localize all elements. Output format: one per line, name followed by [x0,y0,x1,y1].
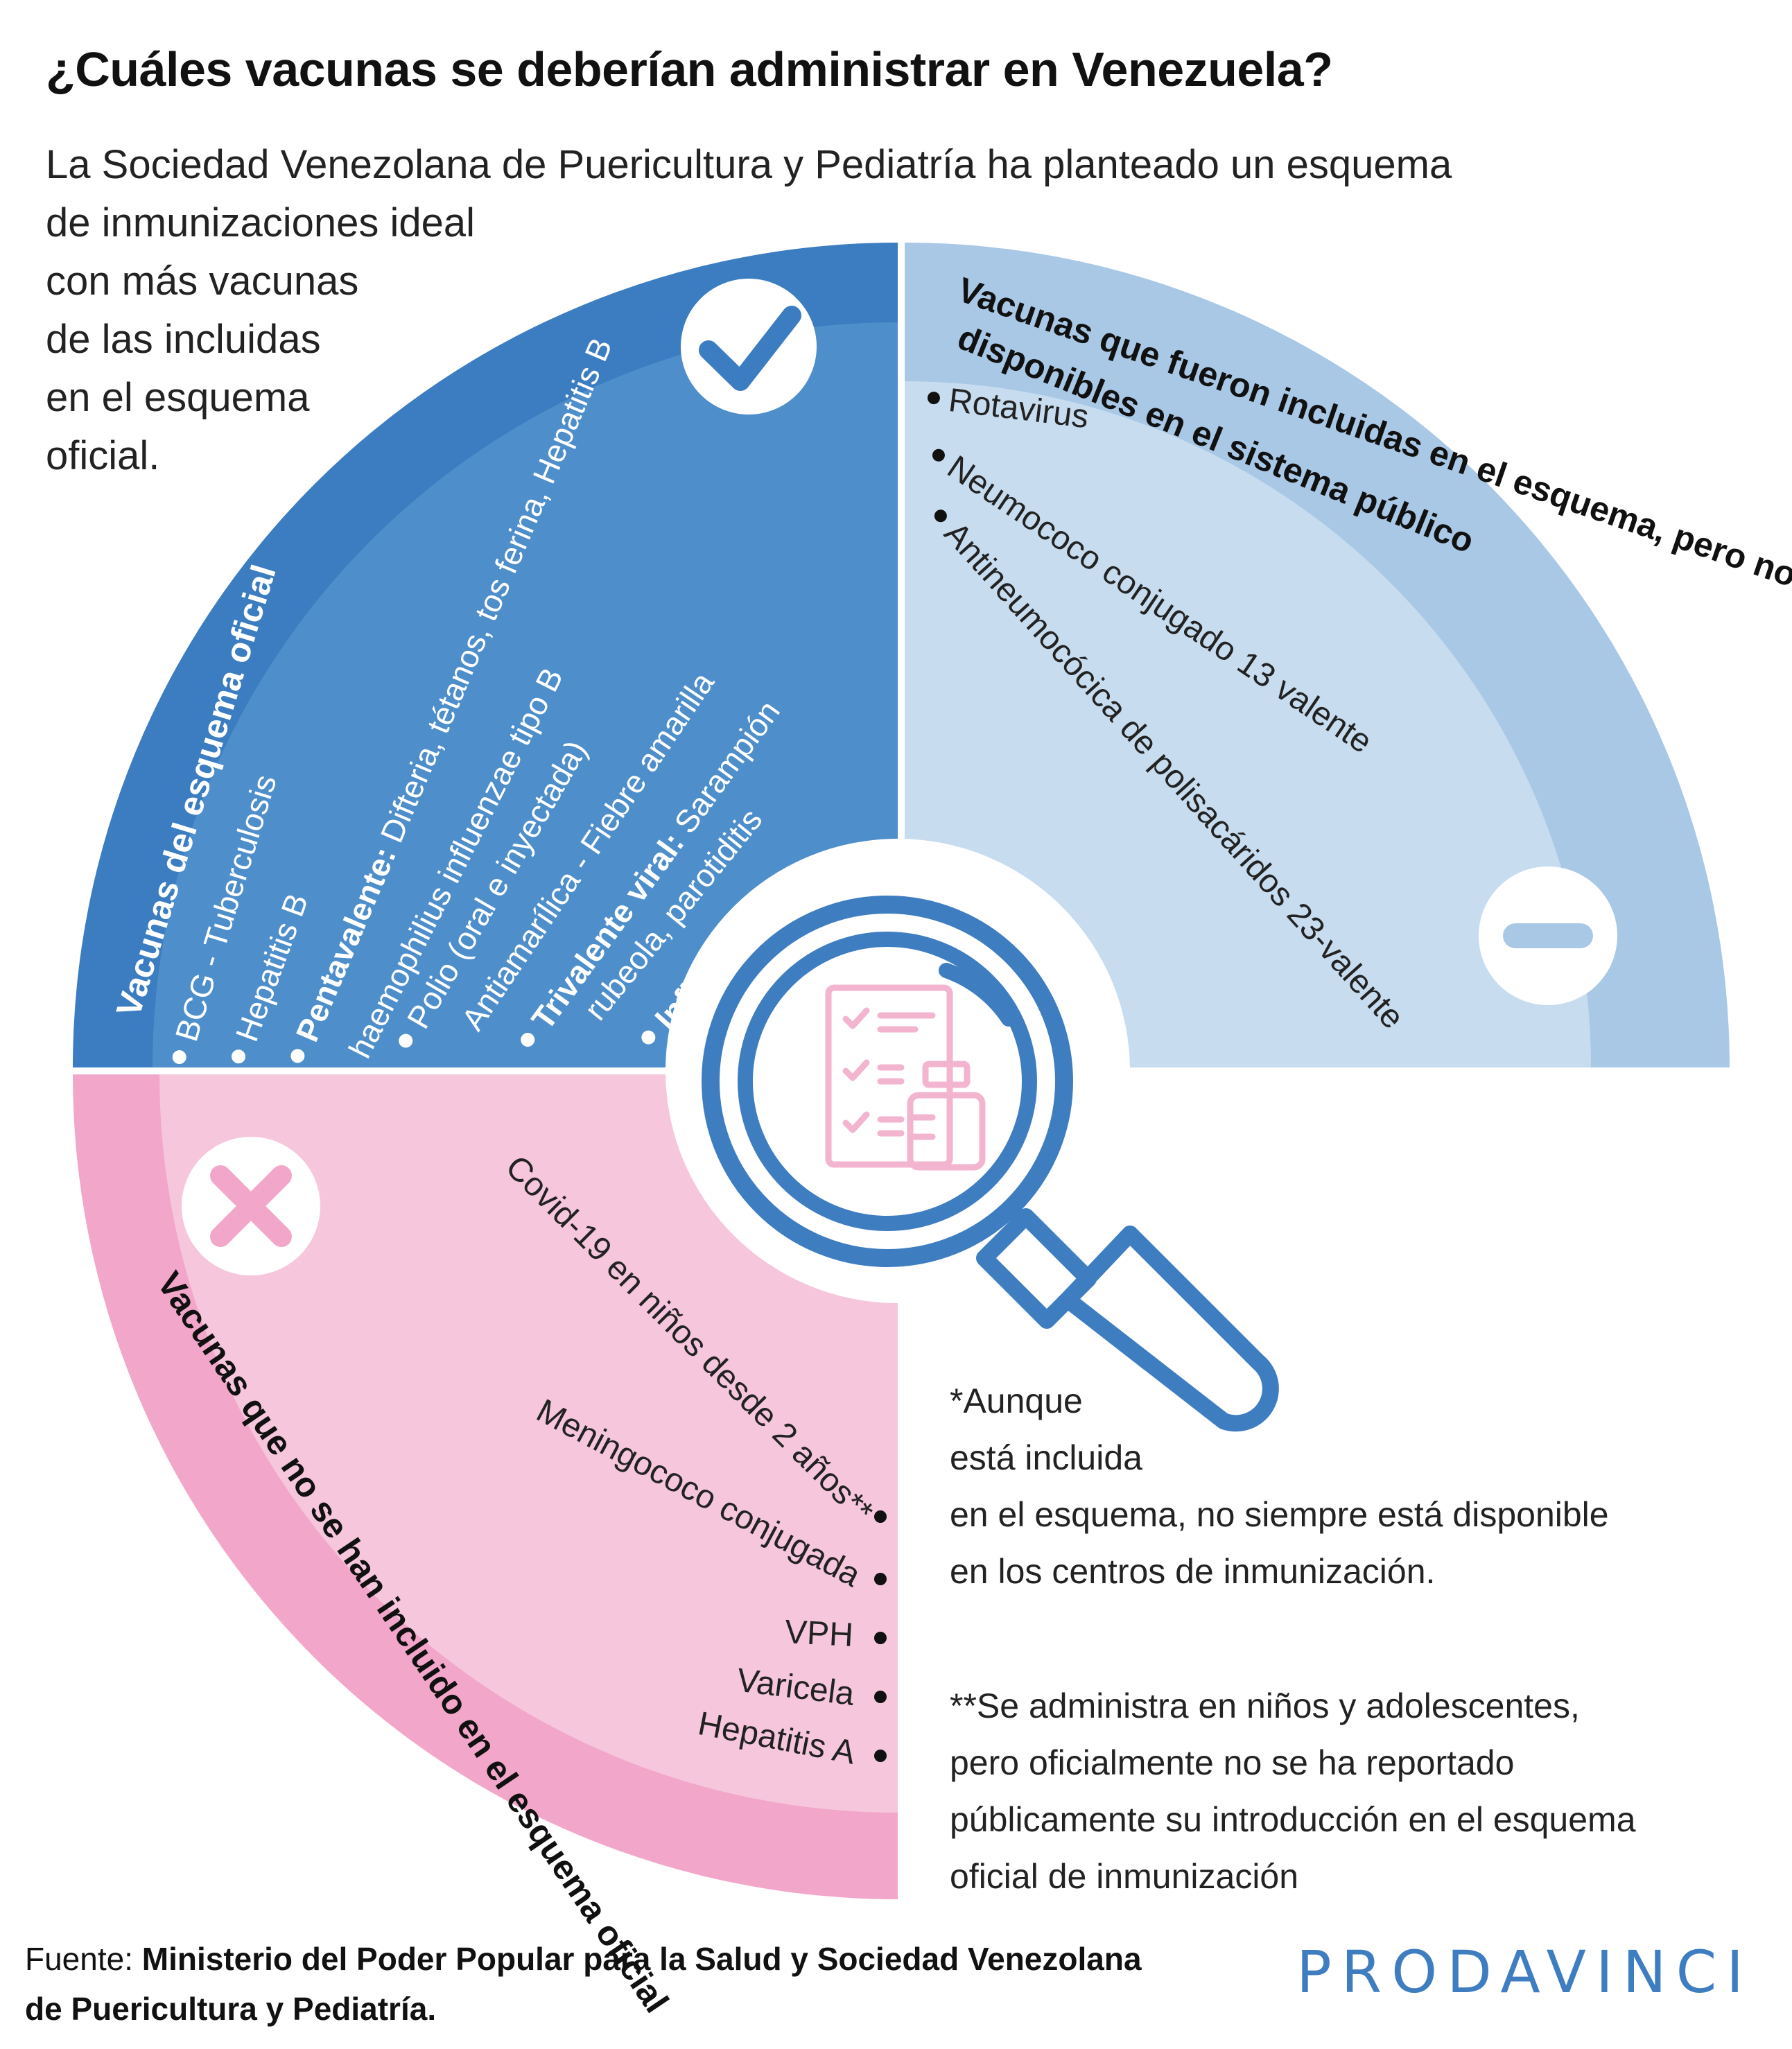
footnote-line: públicamente su introducción en el esque… [950,1800,1636,1839]
footnote-line: **Se administra en niños y adolescentes, [950,1686,1580,1725]
official-quadrant-inner [153,322,898,1067]
not-included-quadrant-inner [159,1074,898,1813]
footnote-line: en los centros de inmunización. [950,1552,1436,1591]
prodavinci-logo: PRODAVINCI [1296,1938,1753,2006]
list-item: VPH [784,1614,887,1654]
footnote-line: está incluida [950,1438,1142,1477]
footnote-line: oficial de inmunización [950,1857,1299,1896]
minus-icon [1503,923,1593,948]
intro-line: oficial. [46,433,160,478]
source-credit: Fuente: Ministerio del Poder Popular par… [25,1934,1142,2034]
source-line-2: de Puericultura y Pediatría. [25,1991,437,2027]
footnote-line: en el esquema, no siempre está disponibl… [950,1495,1609,1534]
footnote-1: *Aunque está incluida en el esquema, no … [950,1372,1609,1600]
minus-badge [1479,866,1617,1005]
check-icon [699,306,801,391]
intro-line: en el esquema [46,375,310,420]
intro-line: La Sociedad Venezolana de Puericultura y… [46,142,1452,187]
intro-text: La Sociedad Venezolana de Puericultura y… [46,136,1452,485]
source-line-1: Ministerio del Poder Popular para la Sal… [141,1941,1142,1977]
magnifier-icon [702,896,1279,1432]
cross-badge [182,1137,320,1275]
footnote-2: **Se administra en niños y adolescentes,… [950,1677,1636,1905]
intro-line: de inmunizaciones ideal [46,200,476,245]
footnote-line: *Aunque [950,1381,1083,1420]
footnote-line: pero oficialmente no se ha reportado [950,1743,1515,1782]
intro-line: con más vacunas [46,259,359,304]
check-badge [681,279,817,415]
svg-text:VPH: VPH [784,1614,854,1654]
page-title: ¿Cuáles vacunas se deberían administrar … [46,42,1333,96]
unavailable-quadrant-inner [905,381,1591,1067]
source-label: Fuente: [25,1941,142,1977]
cross-icon [210,1165,292,1247]
checklist-vial-icon [825,984,986,1171]
intro-line: de las incluidas [46,317,321,362]
